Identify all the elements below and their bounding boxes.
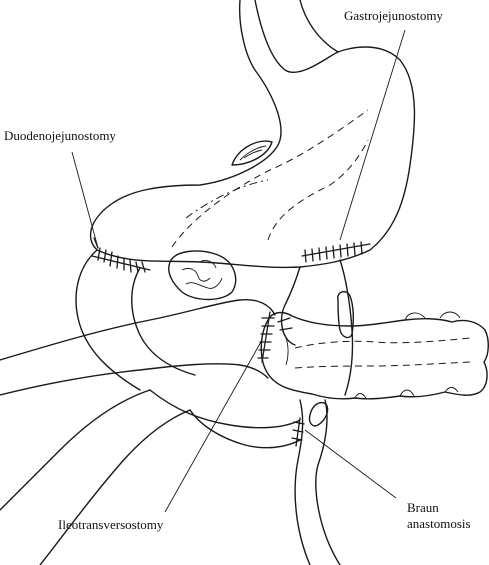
colon-lumen: [295, 338, 470, 348]
label-duodenojejunostomy: Duodenojejunostomy: [4, 128, 116, 143]
gastrojejunostomy-sutures: [302, 242, 370, 262]
leader-gastrojejunostomy: [340, 30, 405, 240]
label-gastrojejunostomy: Gastrojejunostomy: [344, 8, 443, 23]
label-ileotransversostomy: Ileotransversostomy: [58, 517, 163, 532]
label-braun-line1: Braun: [407, 500, 439, 515]
duodenojejunostomy-sutures: [92, 238, 150, 272]
dashed-line-lower: [268, 140, 368, 240]
leader-duodenojejunostomy: [72, 152, 98, 248]
stomach-inner-contour: [300, 0, 338, 52]
transverse-colon: [261, 313, 488, 399]
afferent-limb: [150, 390, 300, 428]
dashed-line-upper: [172, 110, 368, 247]
ileotransversostomy-sutures: [258, 312, 292, 362]
efferent-limb: [295, 400, 310, 565]
pancreas-head: [169, 251, 236, 300]
label-braun-line2: anastomosis: [407, 516, 471, 531]
stomach-outline: [91, 0, 415, 267]
braun-pouch: [309, 403, 327, 426]
